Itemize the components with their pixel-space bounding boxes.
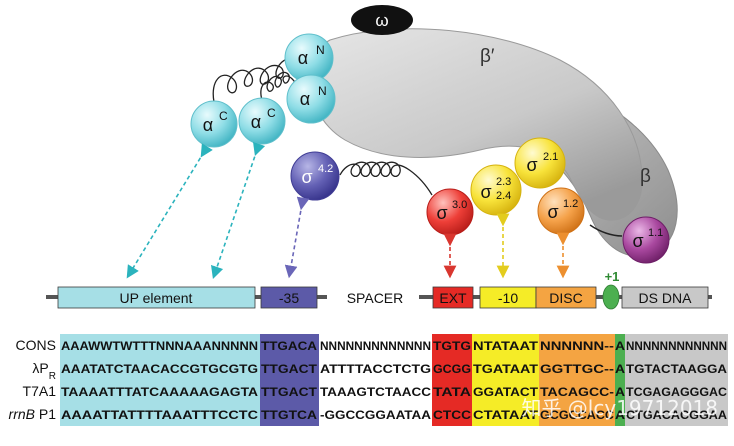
svg-text:TGATAAT: TGATAAT bbox=[473, 364, 538, 376]
beta-prime-label: β′ bbox=[480, 46, 495, 67]
svg-text:σ: σ bbox=[301, 167, 312, 187]
svg-text:3.0: 3.0 bbox=[452, 199, 467, 211]
svg-text:σ: σ bbox=[436, 203, 447, 223]
svg-text:α: α bbox=[298, 48, 308, 68]
disc-label: DISC bbox=[549, 290, 582, 306]
row-label-t7a1: T7A1 bbox=[23, 383, 57, 399]
sigma-1-2: σ 1.2 bbox=[537, 187, 585, 235]
arrow-alpha-c-left-up bbox=[126, 143, 213, 279]
svg-text:α: α bbox=[251, 112, 261, 132]
sequence-shading bbox=[60, 334, 728, 426]
sigma-3-0: σ 3.0 bbox=[426, 188, 474, 236]
tss-label: +1 bbox=[605, 269, 620, 284]
alpha-n-top: α N bbox=[284, 33, 334, 83]
svg-text:TGTACTAAGGA: TGTACTAAGGA bbox=[626, 364, 727, 376]
svg-text:TAAAATTTATCAAAAAGAGTA: TAAAATTTATCAAAAAGAGTA bbox=[61, 387, 258, 399]
svg-text:GCGG: GCGG bbox=[433, 364, 471, 376]
svg-text:CTATAAT: CTATAAT bbox=[473, 410, 538, 422]
svg-text:NNNNNNNNNNNNN: NNNNNNNNNNNNN bbox=[320, 341, 431, 353]
omega-label: ω bbox=[375, 11, 388, 30]
svg-text:σ: σ bbox=[480, 182, 491, 202]
svg-text:1.1: 1.1 bbox=[648, 227, 663, 239]
svg-text:A: A bbox=[615, 341, 625, 353]
svg-text:σ: σ bbox=[547, 202, 558, 222]
ext-label: EXT bbox=[439, 290, 467, 306]
spacer-label: SPACER bbox=[347, 290, 404, 306]
svg-text:NTATAAT: NTATAAT bbox=[473, 341, 538, 353]
sequence-row-rrnb-p1: AAAATTATTTTAAATTTCCTC TTGTCA -GGCCGGAATA… bbox=[61, 410, 727, 422]
svg-text:2.1: 2.1 bbox=[543, 151, 558, 163]
alpha-linker-2 bbox=[260, 71, 299, 101]
svg-text:4.2: 4.2 bbox=[318, 163, 333, 175]
alpha-c-left: α C bbox=[190, 100, 238, 148]
svg-text:A: A bbox=[615, 364, 625, 376]
row-label-rrnb-p1: rrnB P1 bbox=[9, 406, 57, 422]
sigma-1-1: σ 1.1 bbox=[622, 216, 670, 264]
svg-text:A: A bbox=[615, 410, 625, 422]
sigma-linker-11 bbox=[589, 224, 623, 237]
sequence-row-cons: AAAWWTWTTTNNNAAANNNNN TTGACA NNNNNNNNNNN… bbox=[61, 341, 727, 353]
minus35-box bbox=[260, 286, 318, 309]
alpha-c-right: α C bbox=[238, 97, 286, 145]
svg-text:2.4: 2.4 bbox=[496, 190, 511, 202]
svg-text:TTGACA: TTGACA bbox=[261, 341, 317, 353]
alpha-n-bottom: α N bbox=[286, 74, 336, 124]
svg-text:σ: σ bbox=[526, 155, 537, 175]
svg-text:α: α bbox=[300, 89, 310, 109]
svg-text:TTGACT: TTGACT bbox=[261, 364, 317, 376]
svg-text:CTGACACGGAA: CTGACACGGAA bbox=[626, 410, 727, 422]
svg-text:TCGAGAGGGAC: TCGAGAGGGAC bbox=[626, 387, 727, 399]
svg-text:AAATATCTAACACCGTGCGTG: AAATATCTAACACCGTGCGTG bbox=[61, 364, 258, 376]
alpha-linker-1 bbox=[212, 57, 300, 103]
up-element-label: UP element bbox=[120, 290, 193, 306]
svg-text:GCGCCACC: GCGCCACC bbox=[540, 410, 614, 422]
ext-box bbox=[432, 286, 474, 309]
arrow-sigma42-minus35 bbox=[284, 196, 310, 279]
svg-text:σ: σ bbox=[632, 231, 643, 251]
svg-text:N: N bbox=[316, 43, 325, 57]
row-label-lambda-pr: λPR bbox=[32, 360, 56, 382]
svg-text:CTCC: CTCC bbox=[433, 410, 471, 422]
minus35-label: -35 bbox=[279, 290, 299, 306]
row-label-cons: CONS bbox=[16, 337, 56, 353]
svg-text:TATA: TATA bbox=[433, 387, 471, 399]
svg-text:2.3: 2.3 bbox=[496, 176, 511, 188]
disc-box bbox=[535, 286, 597, 309]
svg-text:1.2: 1.2 bbox=[563, 198, 578, 210]
svg-text:TTGTCA: TTGTCA bbox=[261, 410, 317, 422]
beta-label: β bbox=[640, 166, 651, 187]
svg-text:NNNNNN--: NNNNNN-- bbox=[540, 341, 614, 353]
svg-text:ATTTTACCTCTG: ATTTTACCTCTG bbox=[320, 364, 431, 376]
svg-text:C: C bbox=[267, 106, 276, 120]
sigma-2-3-2-4: σ 2.3 2.4 bbox=[470, 164, 522, 216]
omega-subunit bbox=[351, 5, 413, 35]
sigma-linker-42-30 bbox=[339, 161, 433, 196]
svg-text:GGTTGC--: GGTTGC-- bbox=[540, 364, 614, 376]
svg-text:NNNNNNNNNNNN: NNNNNNNNNNNN bbox=[626, 341, 727, 353]
sequence-row-lambda-pr: AAATATCTAACACCGTGCGTG TTGACT ATTTTACCTCT… bbox=[61, 364, 727, 376]
tss-marker bbox=[602, 284, 620, 310]
svg-text:TTGACT: TTGACT bbox=[261, 387, 317, 399]
minus10-label: -10 bbox=[498, 290, 518, 306]
ds-dna-label: DS DNA bbox=[639, 290, 693, 306]
sigma-4-2: σ 4.2 bbox=[290, 151, 340, 201]
up-element-box bbox=[57, 286, 256, 309]
svg-text:AAAATTATTTTAAATTTCCTC: AAAATTATTTTAAATTTCCTC bbox=[61, 410, 258, 422]
svg-text:α: α bbox=[203, 115, 213, 135]
svg-text:-GGCCGGAATAA: -GGCCGGAATAA bbox=[320, 410, 431, 422]
sigma-2-1: σ 2.1 bbox=[514, 137, 566, 189]
svg-text:AAAWWTWTTTNNNAAANNNNN: AAAWWTWTTTNNNAAANNNNN bbox=[61, 341, 258, 353]
svg-text:C: C bbox=[219, 109, 228, 123]
svg-text:TGTG: TGTG bbox=[433, 341, 471, 353]
svg-text:TACAGCC-: TACAGCC- bbox=[540, 387, 614, 399]
svg-text:A: A bbox=[615, 387, 625, 399]
svg-text:GGATACT: GGATACT bbox=[473, 387, 538, 399]
ds-dna-box bbox=[621, 286, 709, 309]
arrow-alpha-c-right-up bbox=[211, 141, 266, 280]
sequence-row-t7a1: TAAAATTTATCAAAAAGAGTA TTGACT TAAAGTCTAAC… bbox=[61, 387, 727, 399]
svg-text:TAAAGTCTAACC: TAAAGTCTAACC bbox=[320, 387, 431, 399]
svg-text:N: N bbox=[318, 84, 327, 98]
